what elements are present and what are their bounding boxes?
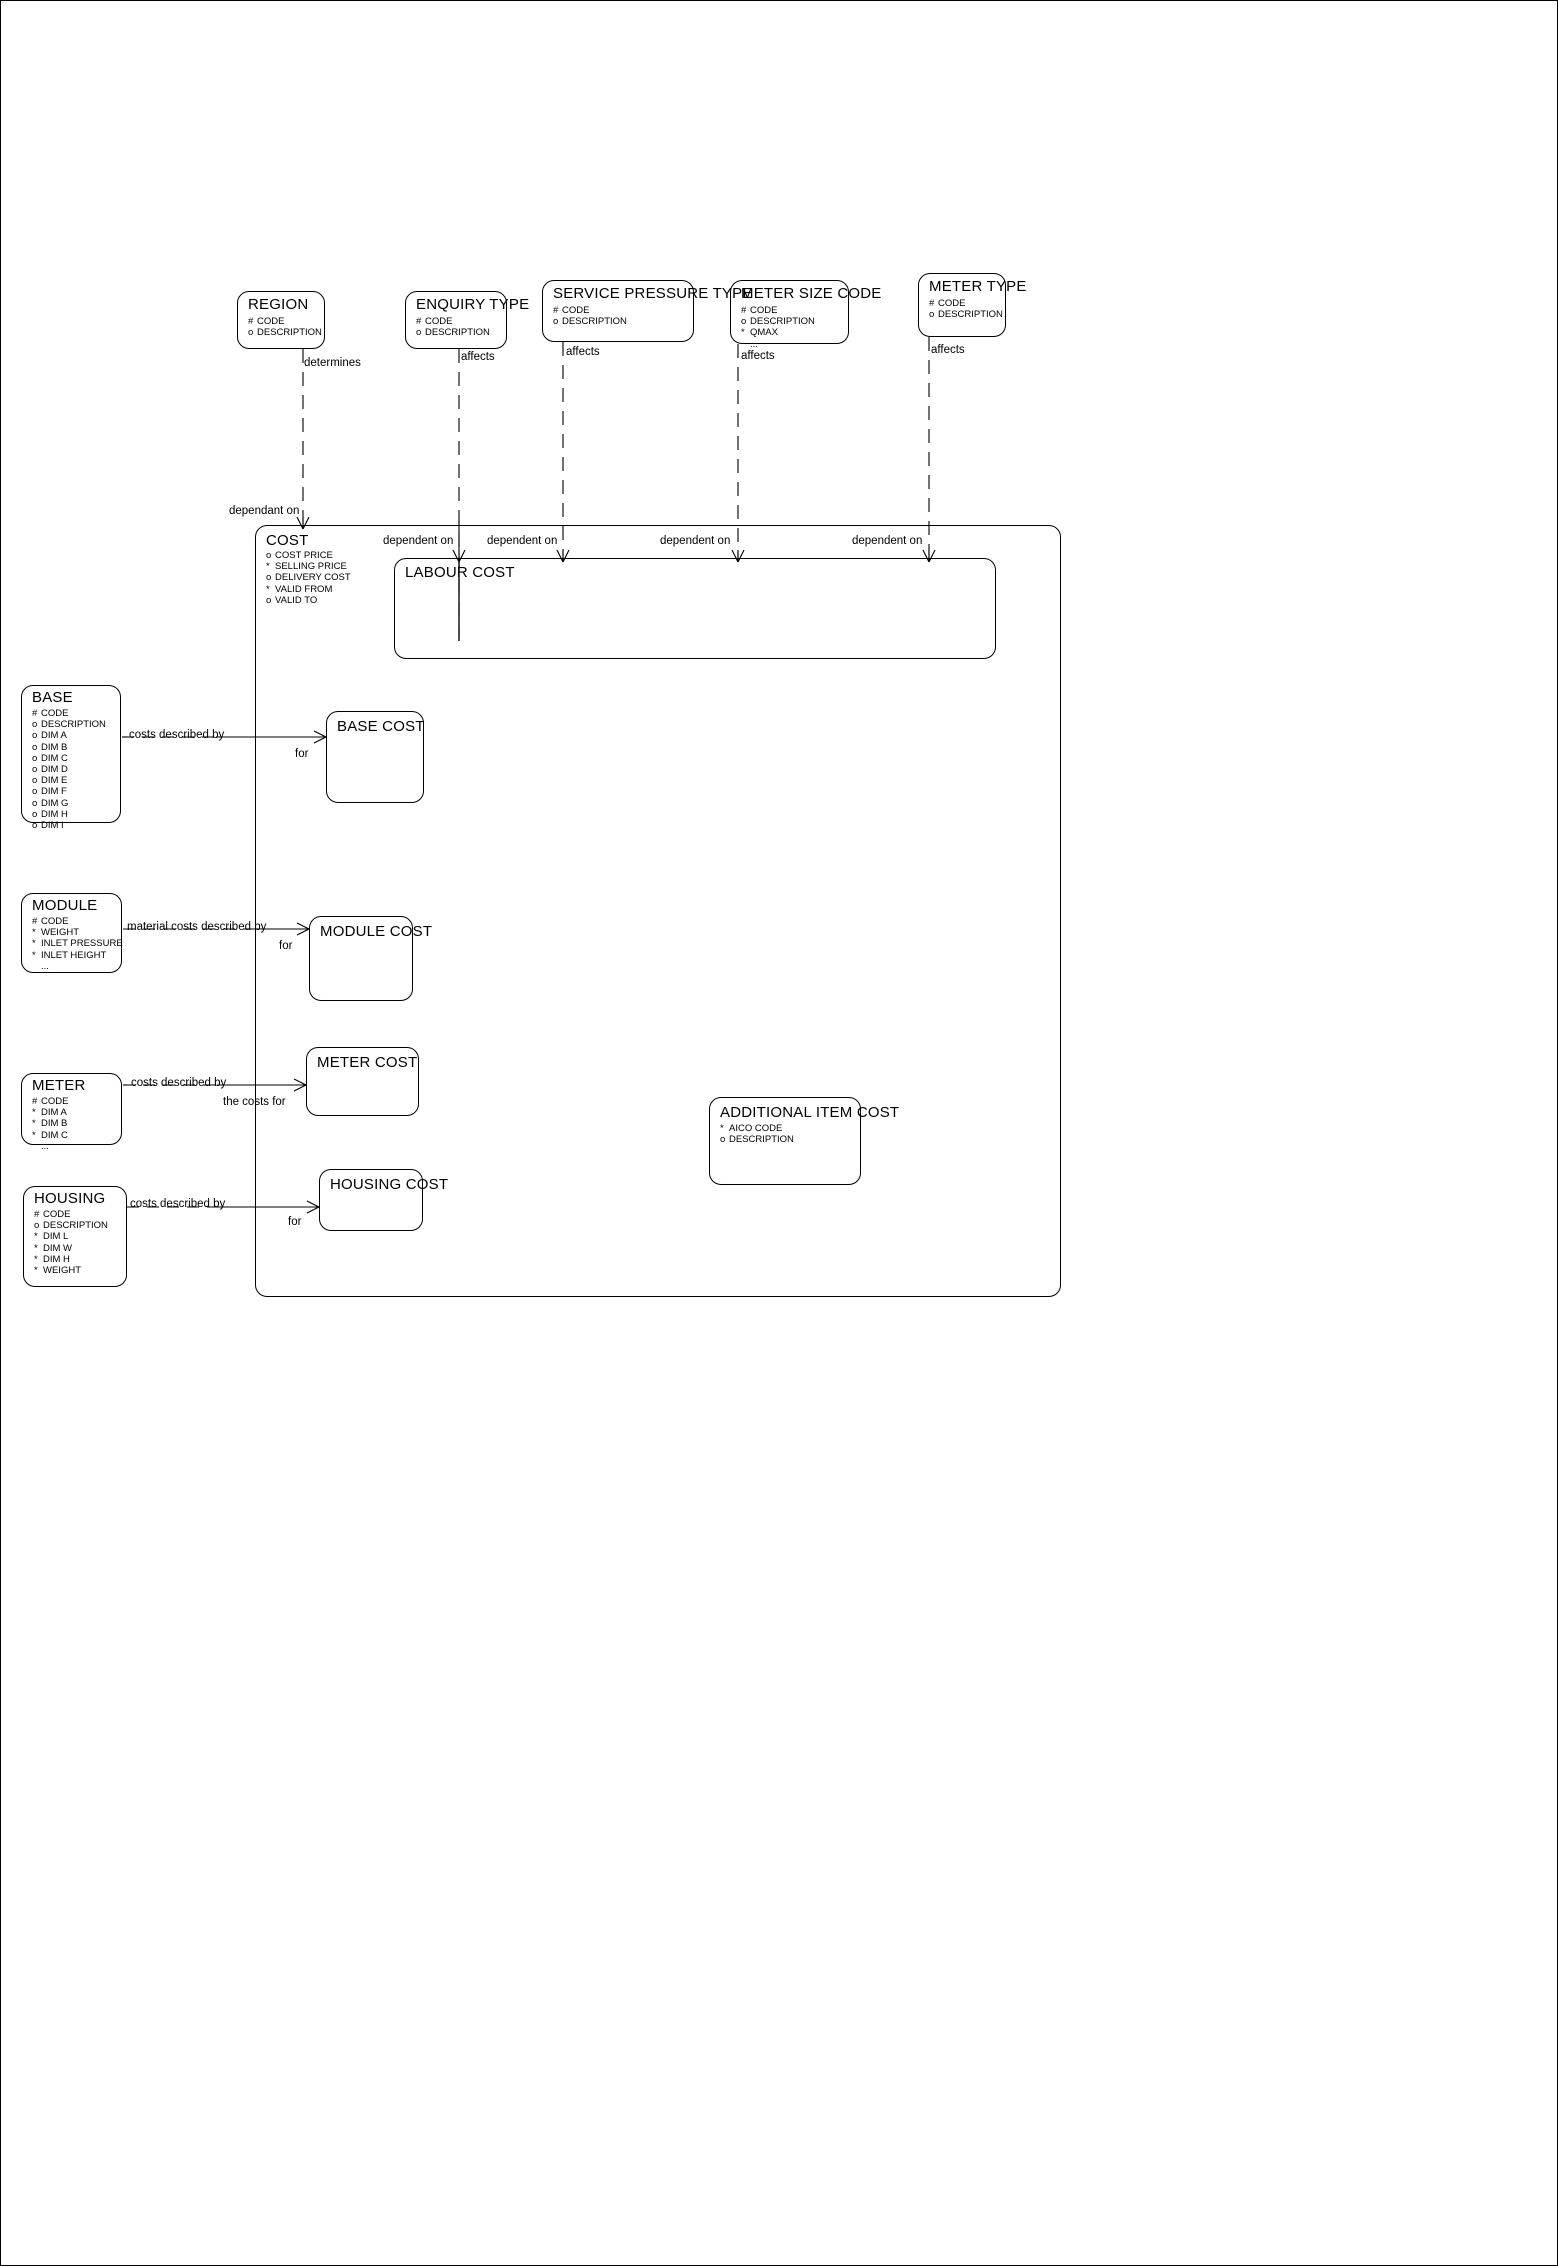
entity-title: METER COST bbox=[317, 1054, 418, 1071]
relationship-label-base-costs-described-by: costs described by bbox=[129, 729, 225, 741]
entity-title: REGION bbox=[248, 296, 309, 313]
entity-title: METER TYPE bbox=[929, 278, 1027, 295]
relationship-label-affects-meter-type: affects bbox=[931, 344, 965, 356]
entity-title: ENQUIRY TYPE bbox=[416, 296, 530, 313]
entity-title: LABOUR COST bbox=[405, 564, 515, 581]
entity-housing-cost[interactable]: HOUSING COST bbox=[319, 1169, 448, 1231]
entity-title: MODULE COST bbox=[320, 923, 433, 940]
entity-meter[interactable]: METER #CODE *DIM A *DIM B *DIM C ... bbox=[21, 1073, 122, 1152]
relationship-label-housing-costs-described-by: costs described by bbox=[130, 1198, 226, 1210]
relationship-label-base-for: for bbox=[295, 748, 309, 760]
entity-title: ADDITIONAL ITEM COST bbox=[720, 1104, 900, 1121]
entity-title: HOUSING COST bbox=[330, 1176, 449, 1193]
relationship-label-housing-for: for bbox=[288, 1216, 302, 1228]
entity-title: MODULE bbox=[32, 897, 98, 914]
relationship-label-determines: determines bbox=[304, 357, 361, 369]
entity-module-cost[interactable]: MODULE COST bbox=[309, 916, 432, 1001]
relationship-label-dependent-on-2: dependent on bbox=[487, 535, 558, 547]
relationship-label-affects-enquiry: affects bbox=[461, 351, 495, 363]
relationship-label-affects-service-pressure: affects bbox=[566, 346, 600, 358]
entity-meter-cost[interactable]: METER COST bbox=[306, 1047, 419, 1116]
entity-title: SERVICE PRESSURE TYPE bbox=[553, 285, 753, 302]
relationship-label-meter-the-costs-for: the costs for bbox=[223, 1096, 286, 1108]
entity-title: BASE COST bbox=[337, 718, 425, 735]
entity-module[interactable]: MODULE #CODE *WEIGHT *INLET PRESSURE *IN… bbox=[21, 893, 123, 973]
relationship-label-module-material-costs-described-by: material costs described by bbox=[127, 921, 267, 933]
entity-title: METER bbox=[32, 1077, 86, 1094]
entity-attributes: #CODE *DIM A *DIM B *DIM C ... bbox=[32, 1096, 69, 1152]
entity-title: HOUSING bbox=[34, 1190, 106, 1207]
entity-labour-cost[interactable]: LABOUR COST bbox=[394, 558, 996, 659]
relationship-label-dependent-on-3: dependent on bbox=[660, 535, 731, 547]
relationship-label-dependant-on: dependant on bbox=[229, 505, 300, 517]
relationship-label-dependent-on-1: dependent on bbox=[383, 535, 454, 547]
entity-title: METER SIZE CODE bbox=[741, 285, 882, 302]
entity-attributes: #CODE *WEIGHT *INLET PRESSURE *INLET HEI… bbox=[32, 916, 123, 972]
relationship-label-affects-meter-size: affects bbox=[741, 350, 775, 362]
relationship-label-dependent-on-4: dependent on bbox=[852, 535, 923, 547]
entity-base-cost[interactable]: BASE COST bbox=[326, 711, 424, 803]
entity-title: COST bbox=[266, 532, 309, 549]
entity-title: BASE bbox=[32, 689, 73, 706]
relationship-label-module-for: for bbox=[279, 940, 293, 952]
relationship-label-meter-costs-described-by: costs described by bbox=[131, 1077, 227, 1089]
